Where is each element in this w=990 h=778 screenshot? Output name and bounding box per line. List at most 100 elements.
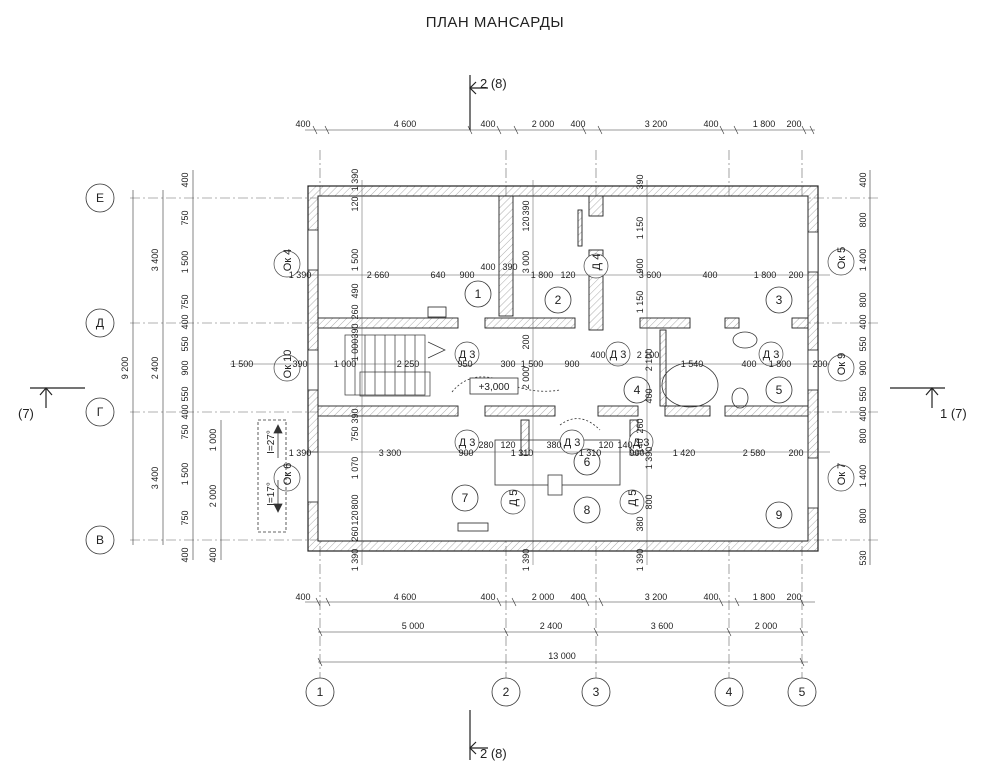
dim-label: 140 bbox=[635, 438, 645, 453]
dim-label: 750 bbox=[180, 210, 190, 225]
dim-label: 1 000 bbox=[350, 339, 360, 362]
dim-label: 400 bbox=[480, 592, 495, 602]
dim-label: 550 bbox=[180, 386, 190, 401]
dim-label: 800 bbox=[858, 212, 868, 227]
dim-label: 200 bbox=[521, 334, 531, 349]
window-label: Ок 6 bbox=[282, 463, 294, 486]
dim-label: 120 bbox=[350, 196, 360, 211]
axis-bubbles-horizontal bbox=[85, 183, 115, 555]
dims-bottom-row2: 5 000 2 400 3 600 2 000 bbox=[402, 621, 778, 631]
dims-right-outer: 400 800 1 400 800 400 550 900 550 400 80… bbox=[858, 172, 868, 565]
room-circles bbox=[451, 280, 793, 529]
dim-label: 400 bbox=[644, 388, 654, 403]
door-label: Д 5 bbox=[508, 490, 520, 507]
dim-label: 4 600 bbox=[394, 119, 417, 129]
dim-label: 2 400 bbox=[540, 621, 563, 631]
dim-label: 950 bbox=[457, 359, 472, 369]
dim-label: 1 420 bbox=[673, 448, 696, 458]
dim-label: 400 bbox=[703, 119, 718, 129]
room-number: 9 bbox=[776, 508, 783, 522]
dims-top: 400 4 600 400 2 000 400 3 200 400 1 800 … bbox=[295, 119, 801, 129]
door-label: Д 4 bbox=[591, 254, 603, 271]
dim-label: 2 400 bbox=[150, 357, 160, 380]
room-marker bbox=[544, 286, 572, 314]
room-marker bbox=[623, 376, 651, 404]
dim-label: 1 540 bbox=[681, 359, 704, 369]
staircase bbox=[344, 334, 446, 397]
dim-label: 390 bbox=[635, 174, 645, 189]
dim-label: 390 bbox=[350, 323, 360, 338]
axis-label: 1 bbox=[317, 685, 324, 699]
dim-label: 3 200 bbox=[645, 592, 668, 602]
dim-label: 2 000 bbox=[532, 119, 555, 129]
dim-label: 3 600 bbox=[639, 270, 662, 280]
door-label: Д 3 bbox=[564, 437, 581, 449]
inner-dims-row-g: 1 500 390 1 000 2 250 950 300 1 500 900 … bbox=[231, 350, 828, 369]
dim-label: 2 000 bbox=[755, 621, 778, 631]
dim-label: 140 bbox=[617, 440, 632, 450]
room-number: 8 bbox=[584, 503, 591, 517]
dim-label: 3 200 bbox=[645, 119, 668, 129]
dim-label: 1 310 bbox=[511, 448, 534, 458]
dims-left-stair: 1 000 2 000 400 bbox=[208, 429, 218, 563]
room-marker bbox=[573, 496, 601, 524]
dim-label: 4 600 bbox=[394, 592, 417, 602]
dim-label: 390 bbox=[292, 359, 307, 369]
dim-label: 400 bbox=[480, 119, 495, 129]
slope-mark: I=17° bbox=[266, 482, 277, 506]
room-marker bbox=[451, 484, 479, 512]
section-mark-bottom bbox=[469, 710, 488, 760]
dim-label: 200 bbox=[812, 359, 827, 369]
dim-label: 900 bbox=[459, 270, 474, 280]
dim-label: 380 bbox=[546, 440, 561, 450]
dim-label: 550 bbox=[858, 386, 868, 401]
outer-walls bbox=[307, 185, 819, 552]
door-label: Д 3 bbox=[459, 437, 476, 449]
axis-label: 4 bbox=[726, 685, 733, 699]
dim-label: 400 bbox=[858, 172, 868, 187]
axis-label: 2 bbox=[503, 685, 510, 699]
dim-label: 1 000 bbox=[208, 429, 218, 452]
dim-label: 800 bbox=[644, 494, 654, 509]
section-label-right: 1 (7) bbox=[940, 406, 967, 421]
section-mark-right bbox=[890, 387, 945, 408]
level-mark-box bbox=[469, 377, 519, 395]
dim-label: 1 500 bbox=[521, 359, 544, 369]
window-label: Ок 4 bbox=[282, 249, 294, 272]
dim-label: 400 bbox=[180, 172, 190, 187]
room-marker bbox=[765, 376, 793, 404]
dim-label: 1 500 bbox=[180, 463, 190, 486]
door-label: Д 3 bbox=[459, 349, 476, 361]
section-label-bottom: 2 (8) bbox=[480, 746, 507, 761]
dim-label: 3 400 bbox=[150, 467, 160, 490]
dim-label: 3 000 bbox=[521, 251, 531, 274]
dim-label: 390 bbox=[502, 262, 517, 272]
dim-label: 400 bbox=[570, 119, 585, 129]
dim-label: 400 bbox=[295, 119, 310, 129]
dim-label: 2 580 bbox=[743, 448, 766, 458]
dim-label: 2 000 bbox=[208, 485, 218, 508]
dim-label: 2 100 bbox=[637, 350, 660, 360]
dim-label: 1 800 bbox=[753, 592, 776, 602]
dim-label: 1 800 bbox=[754, 270, 777, 280]
dim-label: 750 bbox=[180, 510, 190, 525]
dim-label: 200 bbox=[786, 119, 801, 129]
dim-label: 3 300 bbox=[379, 448, 402, 458]
section-label-top: 2 (8) bbox=[480, 76, 507, 91]
dim-label: 1 500 bbox=[180, 251, 190, 274]
dim-total: 13 000 bbox=[548, 651, 576, 661]
inner-dims-row-v: 1 390 3 300 900 280 120 1 310 380 1 310 … bbox=[289, 440, 804, 458]
dim-label: 800 bbox=[350, 494, 360, 509]
dim-label: 400 bbox=[480, 262, 495, 272]
dim-label: 400 bbox=[858, 314, 868, 329]
dim-label: 1 150 bbox=[635, 291, 645, 314]
dim-label: 400 bbox=[702, 270, 717, 280]
door-circles bbox=[454, 253, 784, 515]
room-number: 5 bbox=[776, 383, 783, 397]
dim-label: 120 bbox=[560, 270, 575, 280]
dim-label: 1 500 bbox=[231, 359, 254, 369]
dim-label: 380 bbox=[635, 516, 645, 531]
dim-label: 400 bbox=[741, 359, 756, 369]
dim-label: 900 bbox=[629, 448, 644, 458]
